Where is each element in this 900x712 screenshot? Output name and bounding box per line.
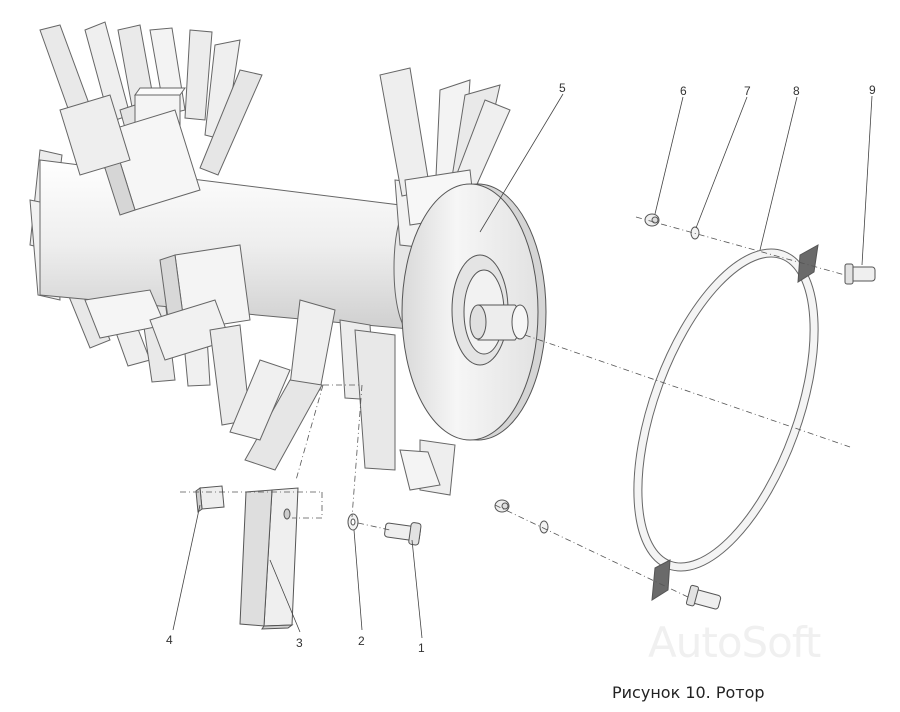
callout-labels: 5 6 7 8 9 4 3 2 1 xyxy=(166,81,876,655)
leader-lines xyxy=(172,93,873,639)
tines-right xyxy=(379,67,511,226)
washer-part-2 xyxy=(347,513,359,531)
watermark-text: AutoSoft xyxy=(648,618,821,667)
figure-caption: Рисунок 10. Ротор xyxy=(612,683,765,702)
flange-plate-part-5 xyxy=(401,183,547,441)
callout-1: 1 xyxy=(418,641,425,655)
nut-part-6 xyxy=(494,213,660,513)
callout-6: 6 xyxy=(680,84,687,98)
tine-bar-part-3 xyxy=(239,487,299,630)
washer-part-7 xyxy=(539,226,700,534)
callout-3: 3 xyxy=(296,636,303,650)
callout-2: 2 xyxy=(358,634,365,648)
tines-front xyxy=(84,289,456,496)
assembly-axis-lines xyxy=(180,216,851,599)
callout-4: 4 xyxy=(166,633,173,647)
callout-8: 8 xyxy=(793,84,800,98)
bolt-part-9 xyxy=(685,263,876,610)
callout-5: 5 xyxy=(559,81,566,95)
clamp-band-part-8 xyxy=(633,244,819,601)
callout-9: 9 xyxy=(869,83,876,97)
square-nut-part-4 xyxy=(195,485,225,513)
callout-7: 7 xyxy=(744,84,751,98)
bolt-part-1 xyxy=(384,522,422,546)
